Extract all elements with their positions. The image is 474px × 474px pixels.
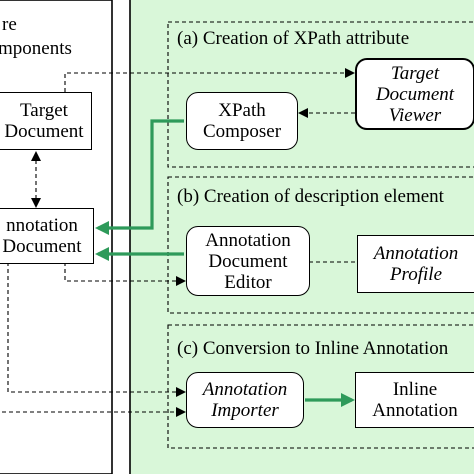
target-viewer-line1: Target bbox=[390, 62, 440, 84]
core-title-line2: mponents bbox=[0, 38, 72, 59]
profile-line2: Profile bbox=[389, 264, 443, 285]
xpath-composer-box[interactable]: XPath Composer bbox=[186, 92, 298, 150]
target-viewer-line3: Viewer bbox=[388, 104, 442, 126]
editor-line1: Annotation bbox=[205, 229, 291, 251]
section-a-frame bbox=[167, 21, 474, 168]
target-document-line1: Target bbox=[20, 100, 68, 121]
annotation-document-line1: nnotation bbox=[6, 215, 78, 236]
annotation-profile-box[interactable]: Annotation Profile bbox=[357, 235, 474, 293]
annotation-document-box[interactable]: nnotation Document bbox=[0, 208, 94, 264]
editor-line3: Editor bbox=[224, 271, 272, 293]
section-a-title: (a) Creation of XPath attribute bbox=[177, 28, 410, 49]
target-viewer-line2: Document bbox=[375, 83, 455, 105]
section-c-frame bbox=[167, 324, 474, 449]
target-document-box[interactable]: Target Document bbox=[0, 92, 92, 150]
section-c-title: (c) Conversion to Inline Annotation bbox=[177, 338, 449, 359]
profile-line1: Annotation bbox=[373, 243, 459, 264]
target-to-viewer-link bbox=[64, 68, 355, 92]
inline-annotation-box[interactable]: Inline Annotation bbox=[355, 372, 474, 428]
composer-output-arrow bbox=[95, 119, 184, 235]
annotation-document-line2: Document bbox=[2, 236, 82, 257]
inline-line2: Annotation bbox=[372, 400, 458, 421]
section-b-frame bbox=[167, 176, 474, 314]
core-title-line1: re bbox=[2, 14, 17, 35]
annotation-to-editor-link bbox=[64, 262, 186, 286]
section-b-title: (b) Creation of description element bbox=[177, 186, 444, 207]
xpath-composer-line1: XPath bbox=[218, 100, 266, 121]
target-document-viewer-box[interactable]: Target Document Viewer bbox=[355, 58, 474, 130]
importer-line2: Importer bbox=[211, 400, 279, 421]
editor-line2: Document bbox=[208, 250, 288, 272]
annotation-to-importer-link bbox=[7, 262, 186, 397]
annotation-importer-box[interactable]: Annotation Importer bbox=[186, 372, 304, 428]
annotation-document-editor-box[interactable]: Annotation Document Editor bbox=[186, 226, 310, 296]
importer-line1: Annotation bbox=[202, 379, 288, 400]
inline-line1: Inline bbox=[392, 379, 438, 400]
target-to-importer-link bbox=[0, 407, 186, 417]
target-document-line2: Document bbox=[4, 121, 84, 142]
xpath-composer-line2: Composer bbox=[202, 121, 282, 142]
